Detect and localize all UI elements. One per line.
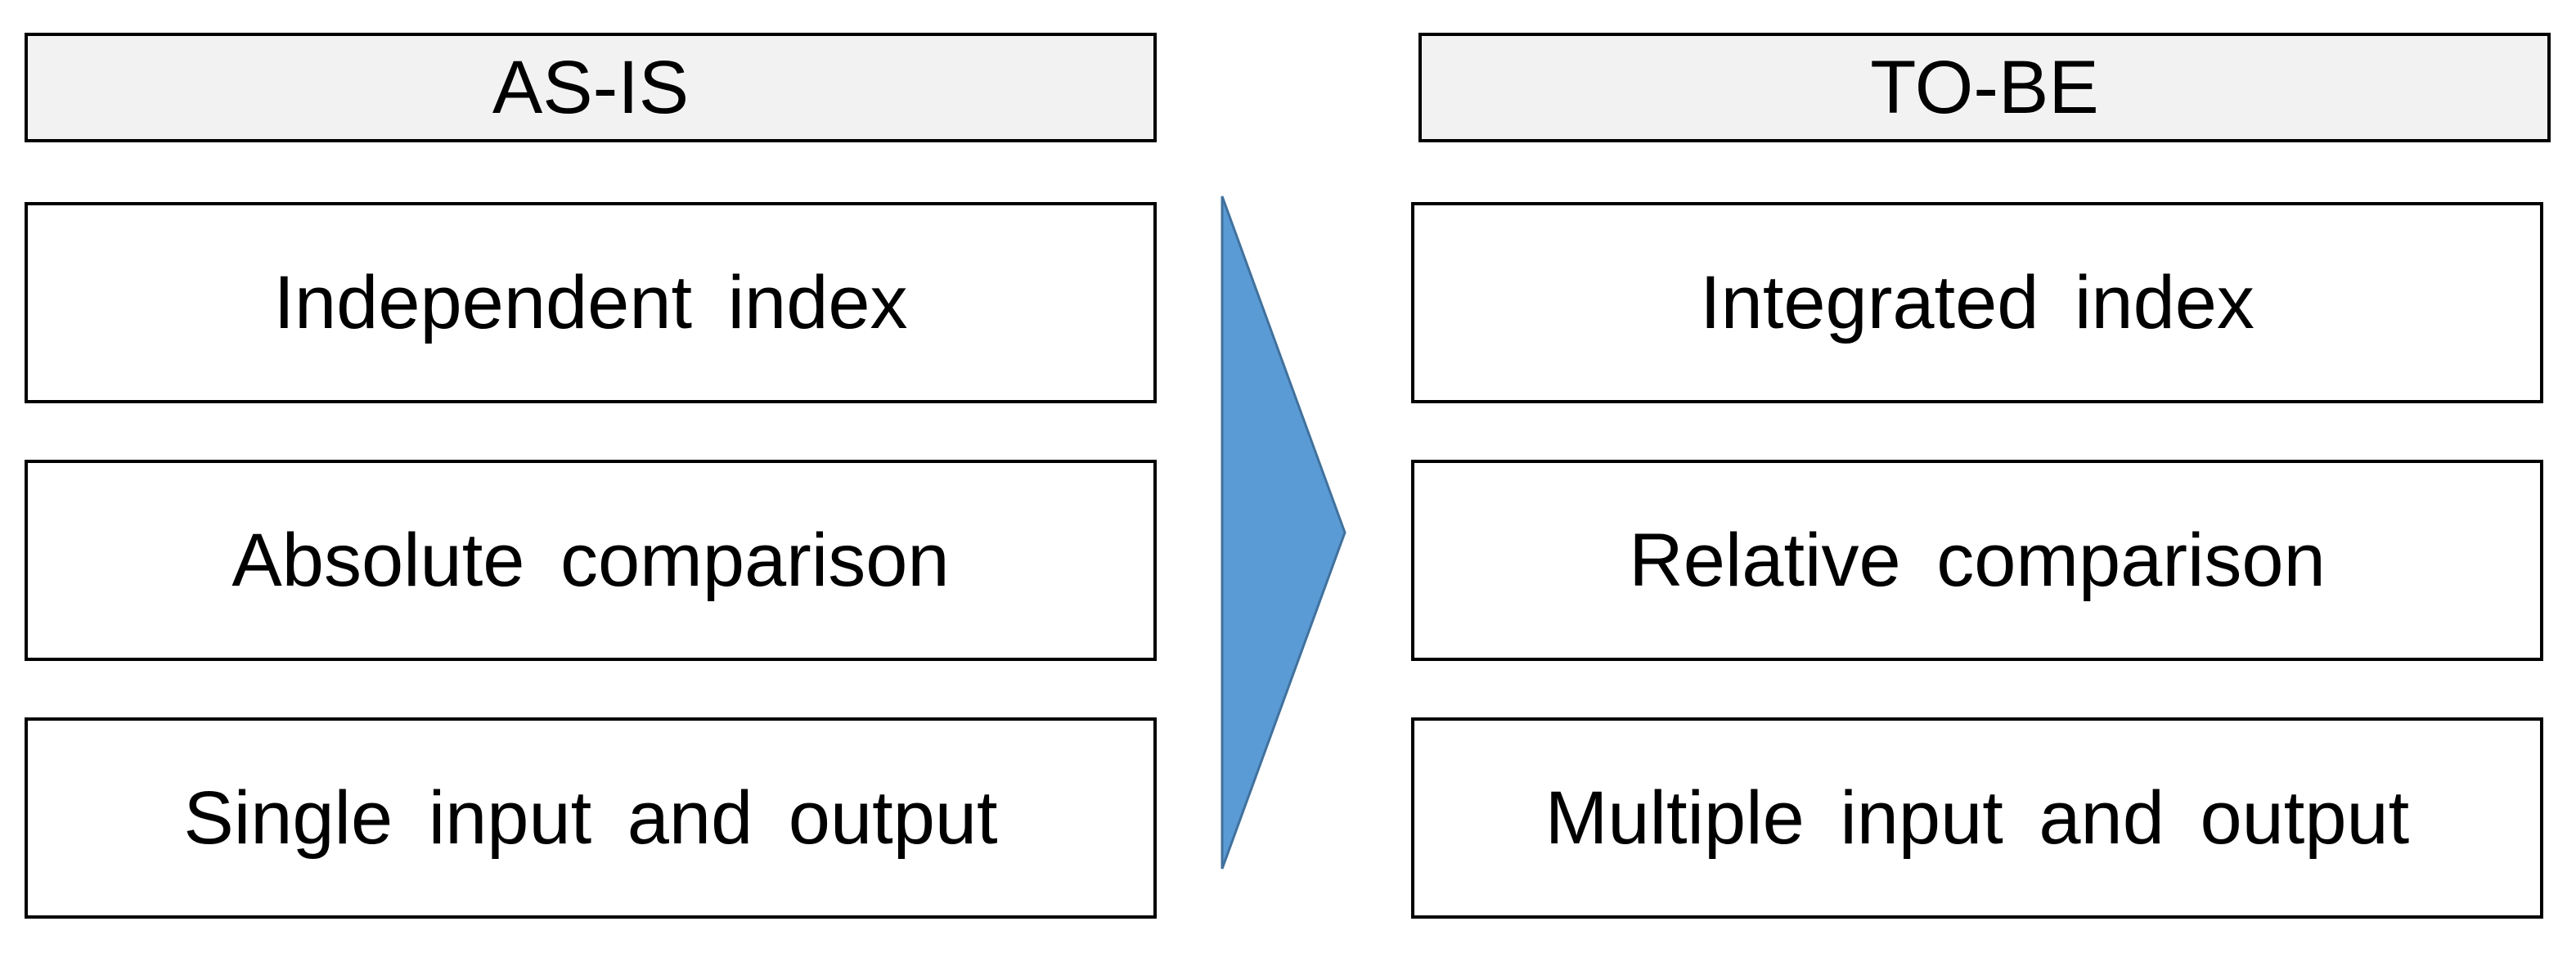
as-is-header: AS-IS xyxy=(25,33,1157,142)
to-be-header-label: TO-BE xyxy=(1870,45,2099,129)
as-is-item-absolute-comparison: Absolute comparison xyxy=(25,460,1157,661)
as-is-item-label: Single input and output xyxy=(183,775,998,860)
as-is-item-independent-index: Independent index xyxy=(25,202,1157,403)
as-is-item-single-input-output: Single input and output xyxy=(25,717,1157,919)
to-be-item-label: Multiple input and output xyxy=(1544,775,2410,860)
to-be-header: TO-BE xyxy=(1418,33,2551,142)
to-be-item-label: Integrated index xyxy=(1700,260,2255,344)
to-be-item-relative-comparison: Relative comparison xyxy=(1411,460,2543,661)
as-is-item-label: Independent index xyxy=(273,260,908,344)
to-be-item-label: Relative comparison xyxy=(1629,518,2326,602)
right-chevron-arrow-icon xyxy=(1221,196,1346,870)
to-be-item-integrated-index: Integrated index xyxy=(1411,202,2543,403)
to-be-item-multiple-input-output: Multiple input and output xyxy=(1411,717,2543,919)
as-is-header-label: AS-IS xyxy=(492,45,690,129)
as-is-item-label: Absolute comparison xyxy=(232,518,950,602)
